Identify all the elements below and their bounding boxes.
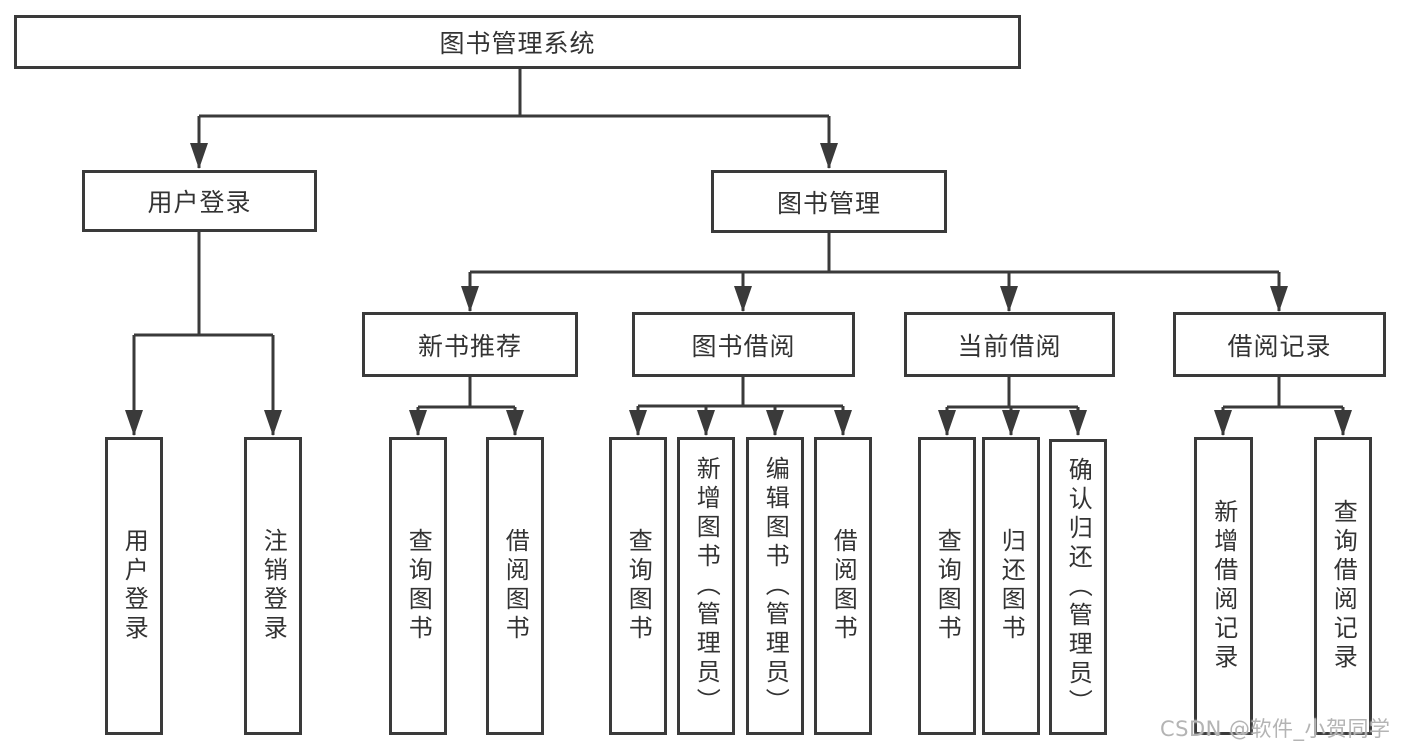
leaf-logout: 注销登录: [244, 437, 302, 735]
leaf-logout-label: 注销登录: [259, 528, 288, 644]
leaf-br-query-record-label: 查询借阅记录: [1329, 499, 1358, 673]
node-book-mgmt-label: 图书管理: [776, 188, 881, 218]
leaf-rec-query-books-label: 查询图书: [404, 528, 433, 644]
csdn-watermark: CSDN @软件_小贺同学: [1160, 717, 1391, 741]
leaf-cb-confirm-return: 确认归还（管理员）: [1049, 439, 1107, 735]
leaf-cb-query-books: 查询图书: [918, 437, 976, 735]
node-new-book-recommend-label: 新书推荐: [417, 331, 522, 361]
leaf-cb-query-books-label: 查询图书: [933, 528, 962, 644]
leaf-user-login: 用户登录: [105, 437, 163, 735]
connector-skeleton: [134, 69, 1343, 409]
leaf-br-add-record-label: 新增借阅记录: [1209, 499, 1238, 673]
node-root-label: 图书管理系统: [439, 29, 596, 58]
leaf-bb-query-books-label: 查询图书: [624, 528, 653, 644]
leaf-cb-return-books: 归还图书: [982, 437, 1040, 735]
node-current-borrow-label: 当前借阅: [957, 331, 1062, 361]
leaf-br-query-record: 查询借阅记录: [1314, 437, 1372, 735]
connector-arrows: [125, 116, 1352, 436]
leaf-bb-add-books-label: 新增图书（管理员）: [692, 455, 721, 717]
leaf-br-add-record: 新增借阅记录: [1194, 437, 1253, 735]
node-borrow-records-label: 借阅记录: [1227, 331, 1332, 361]
leaf-user-login-label: 用户登录: [120, 528, 149, 644]
node-book-borrow-label: 图书借阅: [691, 331, 796, 361]
leaf-rec-query-books: 查询图书: [389, 437, 447, 735]
node-root: 图书管理系统: [14, 15, 1021, 69]
leaf-cb-return-books-label: 归还图书: [997, 528, 1026, 644]
node-borrow-records: 借阅记录: [1173, 312, 1386, 377]
leaf-rec-borrow-books-label: 借阅图书: [501, 528, 530, 644]
leaf-bb-edit-books: 编辑图书（管理员）: [746, 437, 804, 735]
node-user-login: 用户登录: [82, 170, 317, 232]
node-new-book-recommend: 新书推荐: [362, 312, 578, 377]
leaf-bb-borrow-books: 借阅图书: [814, 437, 872, 735]
leaf-cb-confirm-return-label: 确认归还（管理员）: [1064, 456, 1093, 718]
leaf-bb-borrow-books-label: 借阅图书: [829, 528, 858, 644]
node-current-borrow: 当前借阅: [904, 312, 1115, 377]
leaf-bb-add-books: 新增图书（管理员）: [677, 437, 735, 735]
node-book-borrow: 图书借阅: [632, 312, 855, 377]
leaf-rec-borrow-books: 借阅图书: [486, 437, 544, 735]
node-book-mgmt: 图书管理: [711, 170, 947, 233]
node-user-login-label: 用户登录: [147, 188, 252, 217]
leaf-bb-edit-books-label: 编辑图书（管理员）: [761, 455, 790, 717]
leaf-bb-query-books: 查询图书: [609, 437, 667, 735]
